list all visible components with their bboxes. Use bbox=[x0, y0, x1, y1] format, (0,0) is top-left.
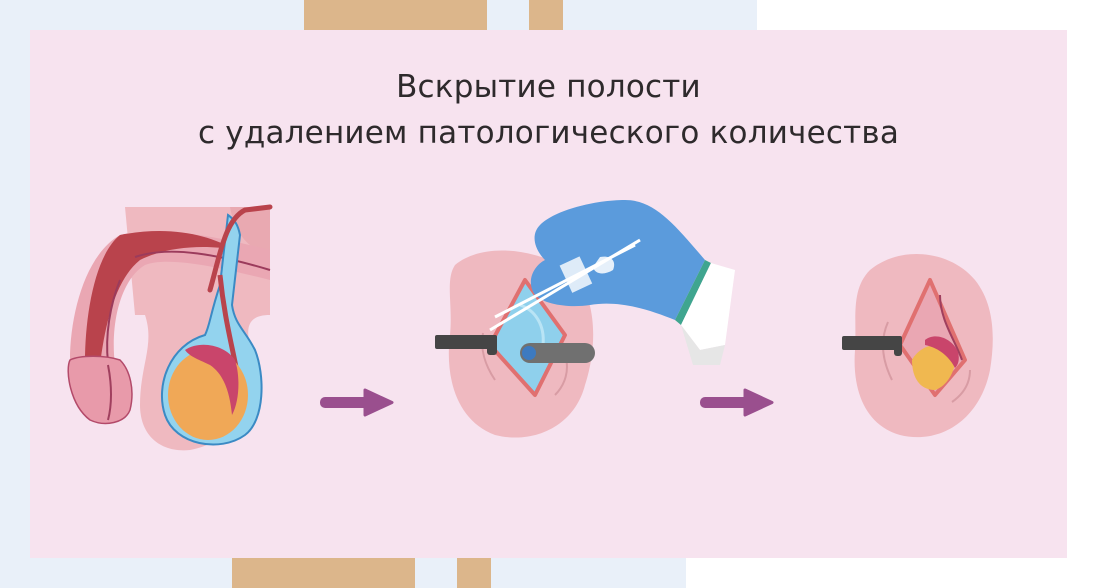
title-line-1: Вскрытие полости bbox=[396, 69, 701, 105]
cavity-after-removal-illustration bbox=[842, 253, 993, 438]
arrow-step1-to-step2 bbox=[320, 388, 394, 417]
decorative-tan-bar bbox=[232, 558, 415, 588]
decorative-tan-bar bbox=[304, 0, 487, 30]
hydrocele-anatomy-illustration bbox=[67, 204, 273, 451]
arrow-step2-to-step3 bbox=[700, 388, 774, 417]
title-line-2: с удалением патологического количества bbox=[197, 115, 900, 151]
decorative-tan-bar bbox=[457, 558, 491, 588]
background-blue-panel-left bbox=[0, 0, 30, 588]
page-title: Вскрытие полости с удалением патологичес… bbox=[30, 64, 1067, 156]
decorative-tan-bar bbox=[529, 0, 563, 30]
incision-drainage-illustration bbox=[435, 200, 735, 438]
